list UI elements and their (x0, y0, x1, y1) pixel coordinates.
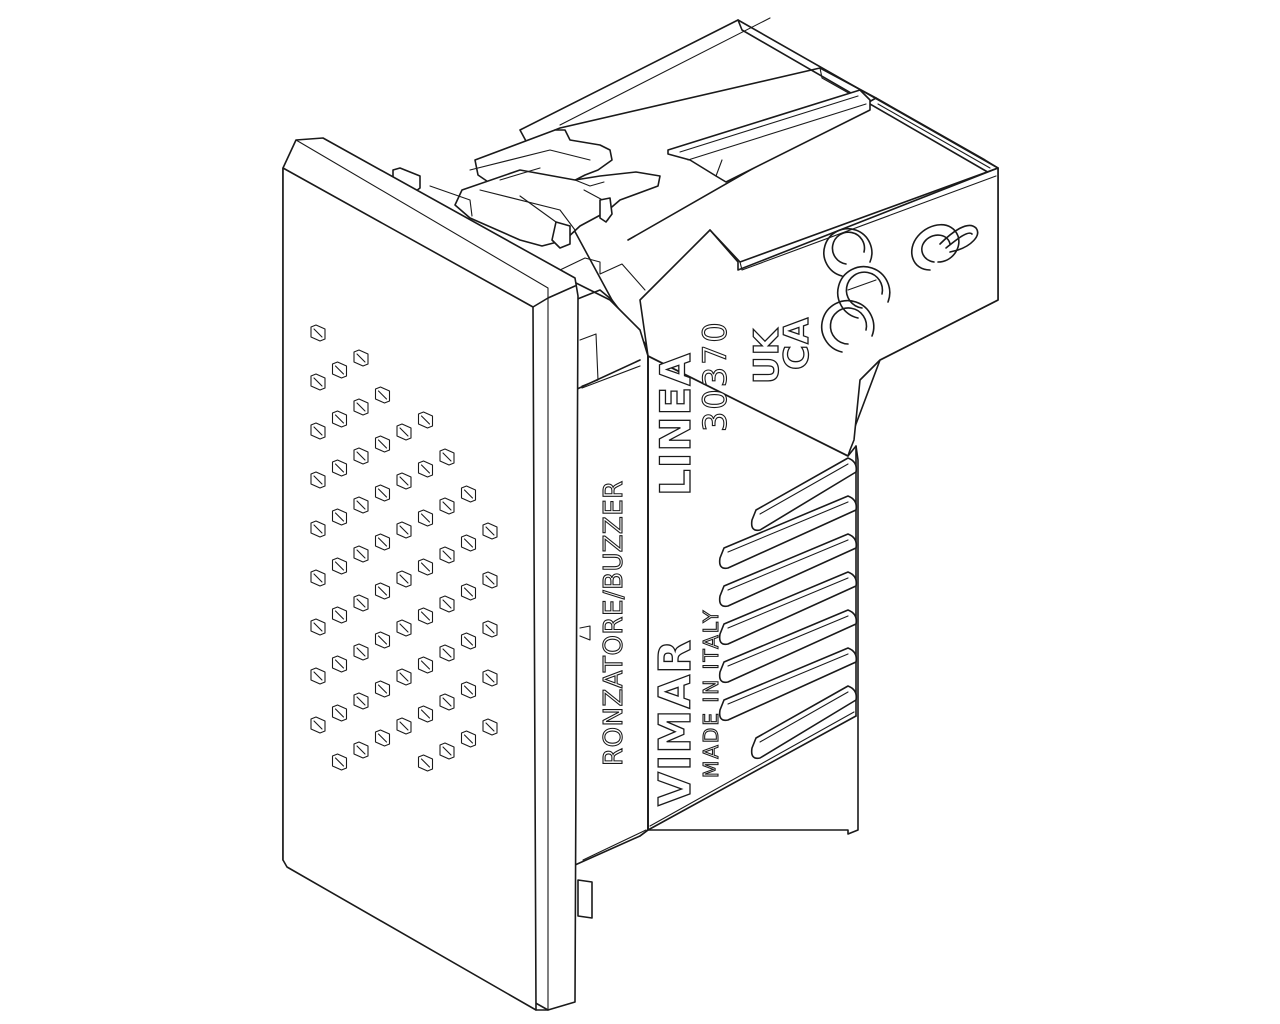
grille-hole (310, 520, 326, 538)
grille-hole (331, 410, 348, 428)
grille-hole (374, 533, 391, 551)
grille-hole (482, 620, 498, 638)
grille-hole (482, 522, 498, 540)
grille-hole (439, 448, 455, 466)
grille-hole (331, 606, 348, 624)
grille-hole (331, 704, 348, 722)
grille-hole (460, 534, 477, 552)
vent-slot (750, 457, 858, 532)
grille-holes (310, 324, 498, 772)
grille-hole (331, 508, 348, 526)
grille-hole (374, 435, 391, 453)
vent-slot-edge (727, 501, 849, 553)
grille-hole (310, 471, 326, 489)
grille-hole (310, 716, 326, 734)
vent-slot (718, 609, 858, 684)
grille-hole (353, 692, 369, 710)
origin-label: MADE IN ITALY (699, 609, 723, 779)
vent-slots (718, 457, 858, 760)
markings: RONZATORE/BUZZER LINEA 30370 VIMAR MADE … (598, 316, 817, 807)
vent-slot (718, 533, 858, 608)
grille-hole (353, 496, 369, 514)
vent-slot-edge (727, 653, 849, 705)
grille-hole (353, 545, 369, 563)
quality-mark-icon (910, 223, 979, 271)
grille-hole (417, 705, 434, 723)
grille-hole (374, 386, 391, 404)
vent-slot-edge (727, 539, 849, 591)
grille-hole (482, 571, 498, 589)
grille-hole (331, 557, 348, 575)
grille-hole (439, 693, 455, 711)
side-panel (647, 355, 859, 835)
vent-slot (718, 571, 858, 646)
grille-hole (482, 718, 498, 736)
part-number: 30370 (696, 320, 734, 432)
grille-hole (417, 607, 434, 625)
grille-hole (417, 754, 434, 772)
grille-hole (460, 681, 477, 699)
grille-hole (439, 742, 455, 760)
grille-hole (460, 632, 477, 650)
grille-hole (353, 594, 369, 612)
grille-hole (353, 349, 369, 367)
grille-hole (353, 398, 369, 416)
grille-hole (396, 423, 412, 441)
grille-hole (331, 753, 348, 771)
vent-slot-edge (759, 691, 849, 743)
ce-mark-icon (820, 227, 891, 353)
grille-hole (374, 680, 391, 698)
grille-hole (396, 472, 412, 490)
grille-hole (310, 569, 326, 587)
ukca-mark-top: UK (747, 327, 787, 384)
brand-name: VIMAR (650, 639, 701, 806)
grille-hole (310, 373, 326, 391)
grille-hole (396, 717, 412, 735)
line-name: LINEA (651, 352, 700, 496)
grille-hole (417, 460, 434, 478)
grille-hole (374, 582, 391, 600)
grille-hole (460, 485, 477, 503)
grille-hole (331, 459, 348, 477)
vent-slot (750, 685, 858, 760)
grille-hole (482, 669, 498, 687)
grille-hole (439, 546, 455, 564)
grille-hole (331, 361, 348, 379)
grille-hole (396, 570, 412, 588)
grille-hole (331, 655, 348, 673)
grille-hole (417, 656, 434, 674)
grille-hole (310, 422, 326, 440)
grille-hole (310, 324, 326, 342)
grille-hole (374, 631, 391, 649)
grille-hole (353, 447, 369, 465)
ukca-mark-bottom: CA (777, 317, 817, 370)
vent-slot-edge (759, 463, 849, 515)
grille-hole (396, 668, 412, 686)
grille-hole (374, 484, 391, 502)
vent-slot-edge (727, 615, 849, 667)
grille-hole (396, 521, 412, 539)
grille-hole (353, 643, 369, 661)
grille-hole (417, 509, 434, 527)
grille-hole (460, 583, 477, 601)
grille-hole (439, 497, 455, 515)
vent-slot-edge (727, 577, 849, 629)
grille-hole (396, 619, 412, 637)
grille-hole (417, 558, 434, 576)
grille-hole (460, 730, 477, 748)
grille-hole (310, 618, 326, 636)
grille-hole (310, 667, 326, 685)
product-label: RONZATORE/BUZZER (599, 480, 629, 766)
grille-hole (439, 595, 455, 613)
grille-hole (417, 411, 434, 429)
vent-slot (718, 647, 858, 722)
grille-hole (353, 741, 369, 759)
latch-clips (392, 129, 661, 249)
grille-hole (439, 644, 455, 662)
grille-hole (374, 729, 391, 747)
vent-slot (718, 495, 858, 570)
